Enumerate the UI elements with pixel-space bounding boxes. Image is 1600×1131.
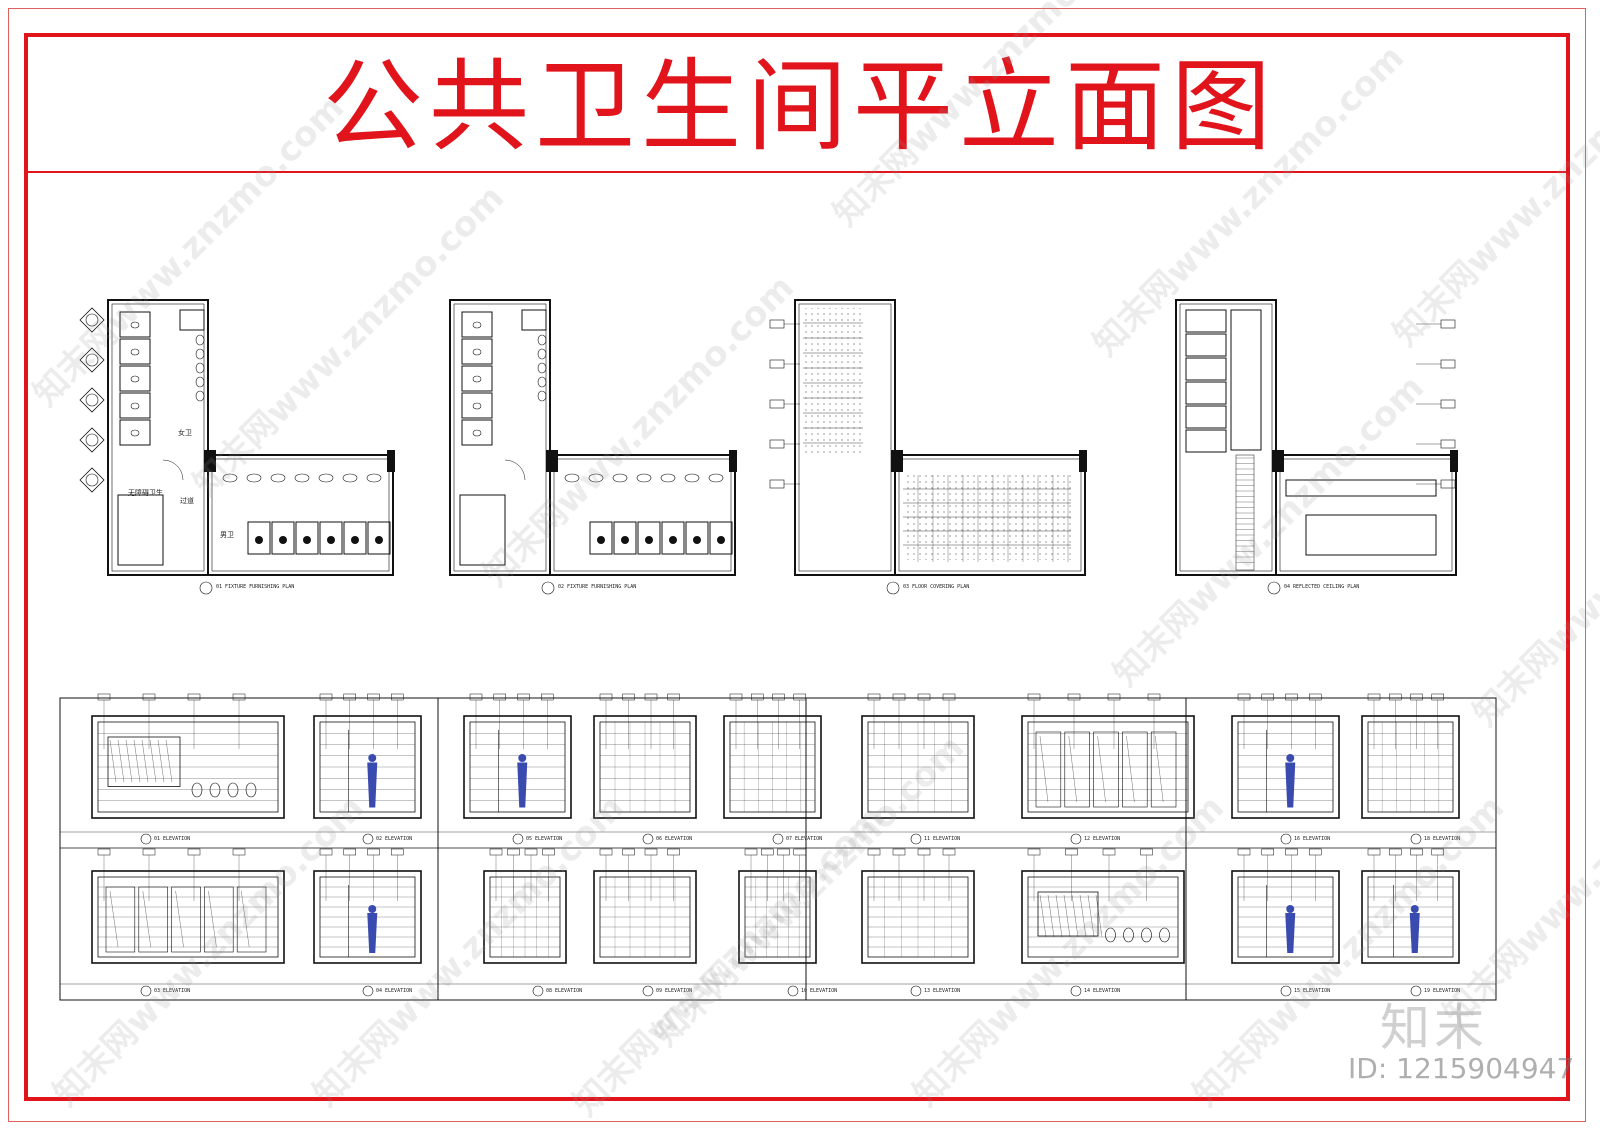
elevation-15	[1231, 848, 1340, 997]
human-figure	[1286, 905, 1295, 913]
room-label: 过道	[180, 497, 194, 505]
elevation-caption: 18 ELEVATION	[1424, 836, 1461, 842]
elevation-12	[1021, 693, 1195, 845]
elevation-sheet-1	[59, 697, 439, 1001]
elevation-sheet-4	[1185, 697, 1497, 1001]
elevation-03	[91, 848, 285, 997]
watermark-id: ID: 1215904947	[1348, 1052, 1575, 1085]
plan-caption: 04 REFLECTED CEILING PLAN	[1284, 584, 1360, 590]
elevation-09	[593, 848, 697, 997]
elevation-caption: 06 ELEVATION	[656, 836, 693, 842]
elevation-caption: 01 ELEVATION	[154, 836, 191, 842]
title-divider	[24, 171, 1570, 173]
outer-frame	[8, 8, 1586, 1122]
elevation-02	[313, 693, 422, 845]
room-label: 女卫	[178, 429, 192, 437]
elevation-caption: 14 ELEVATION	[1084, 988, 1121, 994]
elevation-caption: 19 ELEVATION	[1424, 988, 1461, 994]
elevation-caption: 08 ELEVATION	[546, 988, 583, 994]
human-figure	[518, 754, 527, 762]
elevation-sheet-3	[805, 697, 1187, 1001]
elevation-11	[861, 693, 975, 845]
elevation-14	[1021, 848, 1185, 997]
elevation-caption: 15 ELEVATION	[1294, 988, 1331, 994]
elevation-caption: 07 ELEVATION	[786, 836, 823, 842]
plan-caption: 01 FIXTURE FURNISHING PLAN	[216, 584, 295, 590]
human-figure	[1410, 905, 1419, 913]
elevation-caption: 05 ELEVATION	[526, 836, 563, 842]
elevation-10	[738, 848, 817, 997]
plan-caption: 03 FLOOR COVERING PLAN	[903, 584, 970, 590]
elevation-07	[723, 693, 822, 845]
human-figure	[368, 905, 377, 913]
human-figure	[368, 754, 377, 762]
elevation-caption: 13 ELEVATION	[924, 988, 961, 994]
floor-plan-04	[1175, 299, 1458, 595]
floor-plan-02	[449, 299, 737, 595]
elevation-19	[1361, 848, 1460, 997]
watermark-logo: 知末	[1380, 999, 1488, 1057]
elevation-08	[483, 848, 567, 997]
elevation-caption: 10 ELEVATION	[801, 988, 838, 994]
elevation-caption: 12 ELEVATION	[1084, 836, 1121, 842]
elevation-06	[593, 693, 697, 845]
room-label: 男卫	[220, 531, 234, 539]
elevation-01	[91, 693, 285, 845]
elevation-caption: 16 ELEVATION	[1294, 836, 1331, 842]
sheet-title: 公共卫生间平立面图	[323, 48, 1277, 165]
elevation-caption: 04 ELEVATION	[376, 988, 413, 994]
floor-plan-03	[769, 299, 1087, 595]
elevation-caption: 02 ELEVATION	[376, 836, 413, 842]
elevation-04	[313, 848, 422, 997]
elevation-caption: 11 ELEVATION	[924, 836, 961, 842]
drawing-frame	[24, 33, 1570, 1101]
human-figure	[1286, 754, 1295, 762]
plan-caption: 02 FIXTURE FURNISHING PLAN	[558, 584, 637, 590]
elevation-caption: 09 ELEVATION	[656, 988, 693, 994]
room-label: 无障碍卫生	[128, 489, 163, 497]
elevation-caption: 03 ELEVATION	[154, 988, 191, 994]
elevation-13	[861, 848, 975, 997]
elevation-16	[1231, 693, 1340, 845]
elevation-05	[463, 693, 572, 845]
elevation-18	[1361, 693, 1460, 845]
floor-plan-01	[79, 299, 395, 595]
